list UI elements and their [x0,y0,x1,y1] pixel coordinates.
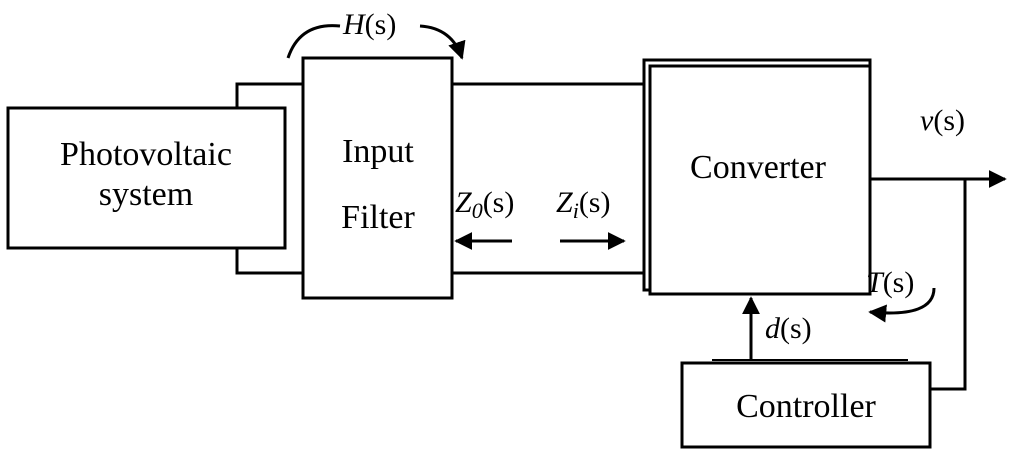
filter-label-line2: Filter [341,199,415,236]
pv-label-line1: Photovoltaic [60,136,232,173]
d-signal-label: d(s) [765,312,812,345]
filter-label-line1: Input [342,133,414,170]
zi-signal-label: Zi(s) [556,186,610,223]
controller-block [680,361,932,449]
converter-block [648,64,872,296]
photovoltaic-system-block [6,106,287,250]
pv-label-line2: system [99,176,193,213]
t-signal-label: T(s) [866,266,914,299]
feedback-wire [930,179,967,391]
controller-label: Controller [736,388,876,425]
input-filter-block [301,56,454,300]
t-curve-arrow [868,287,936,323]
converter-label: Converter [690,149,827,186]
pv-filter-top-wire [235,82,303,108]
z0-signal-label: Z0(s) [455,186,514,223]
h-curve-arrow [286,24,462,58]
v-signal-label: v(s) [920,104,965,137]
pv-filter-bottom-wire [235,248,303,275]
h-signal-label: H(s) [342,8,396,41]
